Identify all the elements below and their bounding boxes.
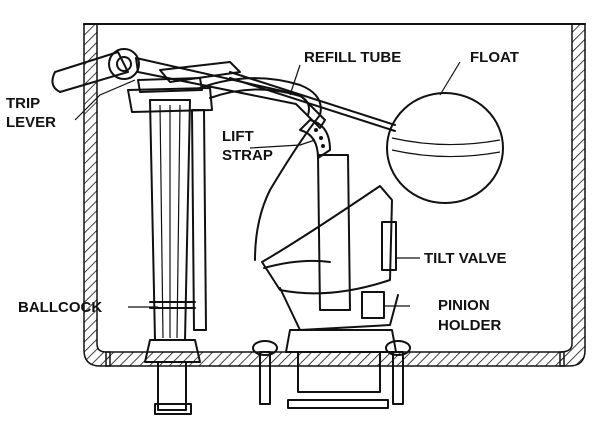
- float-ball: [386, 92, 504, 204]
- label-float: FLOAT: [470, 49, 519, 66]
- label-trip-lever-line1: TRIP: [6, 95, 40, 112]
- label-pinion-holder-line2: HOLDER: [438, 317, 502, 334]
- label-refill-tube: REFILL TUBE: [304, 49, 401, 66]
- float-assembly: [159, 61, 504, 204]
- label-tilt-valve: TILT VALVE: [424, 250, 507, 267]
- lift-strap: [299, 119, 331, 159]
- label-ballcock: BALLCOCK: [18, 299, 102, 316]
- refill-tube: [199, 77, 322, 261]
- tank-walls: [83, 23, 586, 367]
- label-trip-lever-line2: LEVER: [6, 114, 56, 131]
- label-pinion-holder-line1: PINION: [438, 297, 490, 314]
- tank-bottom: [105, 351, 565, 367]
- flush-valve: [261, 154, 399, 409]
- ballcock-assembly: [127, 77, 213, 415]
- label-lift-strap-line2: STRAP: [222, 147, 273, 164]
- leader-lines: [74, 61, 461, 308]
- tank-right-wall: [559, 23, 586, 367]
- tank-bolts: [252, 340, 411, 405]
- label-lift-strap-line1: LIFT: [222, 128, 254, 145]
